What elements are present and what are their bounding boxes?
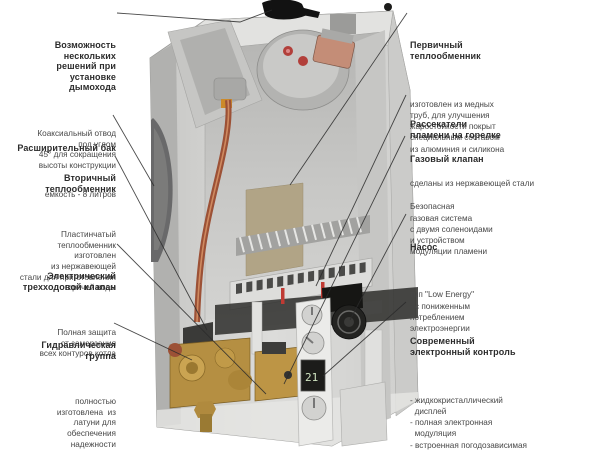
label-heading: Вторичный теплообменник [45,173,116,194]
label-heading: Возможность нескольких решений при устан… [54,40,116,93]
label-hydraulic-group: Гидравлическая группа полностью изготовл… [4,304,116,450]
label-expansion-tank: Расширительный бак емкость - 8 литров [4,107,116,236]
fan-motor [312,28,356,69]
label-heading: Газовый клапан [410,154,484,164]
label-three-way-valve: Электрический трехходовой клапан Полная … [4,235,116,396]
label-body: Коаксиальный отвод под углом 45° для сок… [37,128,116,170]
leader-gas-valve [283,135,406,385]
gas-valve [251,301,301,402]
leader-three-way-valve [116,243,267,395]
label-body: Безопасная газовая система с двумя солен… [410,202,493,257]
expansion-tank [151,118,173,262]
igniter-electrode [281,288,285,304]
control-panel: 21 [295,297,334,447]
leader-expansion-tank [112,114,155,187]
label-heading: Насос [410,242,438,252]
pump [322,283,367,340]
label-heading: Современный электронный контроль [410,336,516,358]
primary-heat-exchanger-fins [236,215,370,256]
bottom-duct [339,329,388,447]
label-heading: Электрический трехходовой клапан [22,271,116,292]
label-gas-valve: Газовый клапан Безопасная газовая систем… [410,118,594,294]
lcd-value: 21 [305,371,318,384]
fan-assembly [256,14,356,111]
leader-electronic-control [322,301,407,377]
hydraulic-group [168,337,252,432]
flue-outlet [262,0,392,20]
label-body: емкость - 8 литров [44,189,116,199]
leader-flame-spreaders [315,94,407,287]
leader-hydraulic-group [113,322,193,361]
label-electronic-control: Современный электронный контроль - жидко… [410,300,594,450]
leader-primary-heat-exchanger [289,12,408,186]
label-heading: Рассекатели пламени на горелке [410,119,501,141]
label-body: тип "Low Energy" - с пониженным потребле… [410,290,475,334]
label-body: сделаны из нержавеющей стали [410,178,535,188]
label-flame-spreaders: Рассекатели пламени на горелке сделаны и… [410,83,594,225]
leader-chimney [116,9,273,23]
label-body: изготовлен из медных труб, для улучшения… [410,99,505,154]
label-primary-heat-exchanger: Первичный теплообменник изготовлен из ме… [410,4,594,191]
leader-secondary-heat-exchanger [114,155,208,331]
label-heading: Гидравлическая группа [41,340,116,361]
leader-lines [112,9,408,395]
label-secondary-heat-exchanger: Вторичный теплообменник Пластинчатый теп… [4,137,116,330]
label-chimney-options: Возможность нескольких решений при устан… [4,4,116,207]
label-body: Полная защита от замерзания всех контуро… [39,328,116,359]
label-pump: Насос тип "Low Energy" - с пониженным по… [410,206,594,370]
label-heading: Расширительный бак [17,143,116,153]
lcd-display [300,359,326,392]
label-body: полностью изготовлена из латуни для обес… [56,397,116,449]
label-heading: Первичный теплообменник [410,40,481,62]
leader-pump [349,213,407,321]
label-body: - жидкокристаллический дисплей - полная … [410,395,527,450]
label-body: Пластинчатый теплообменник изготовлен из… [19,230,116,293]
